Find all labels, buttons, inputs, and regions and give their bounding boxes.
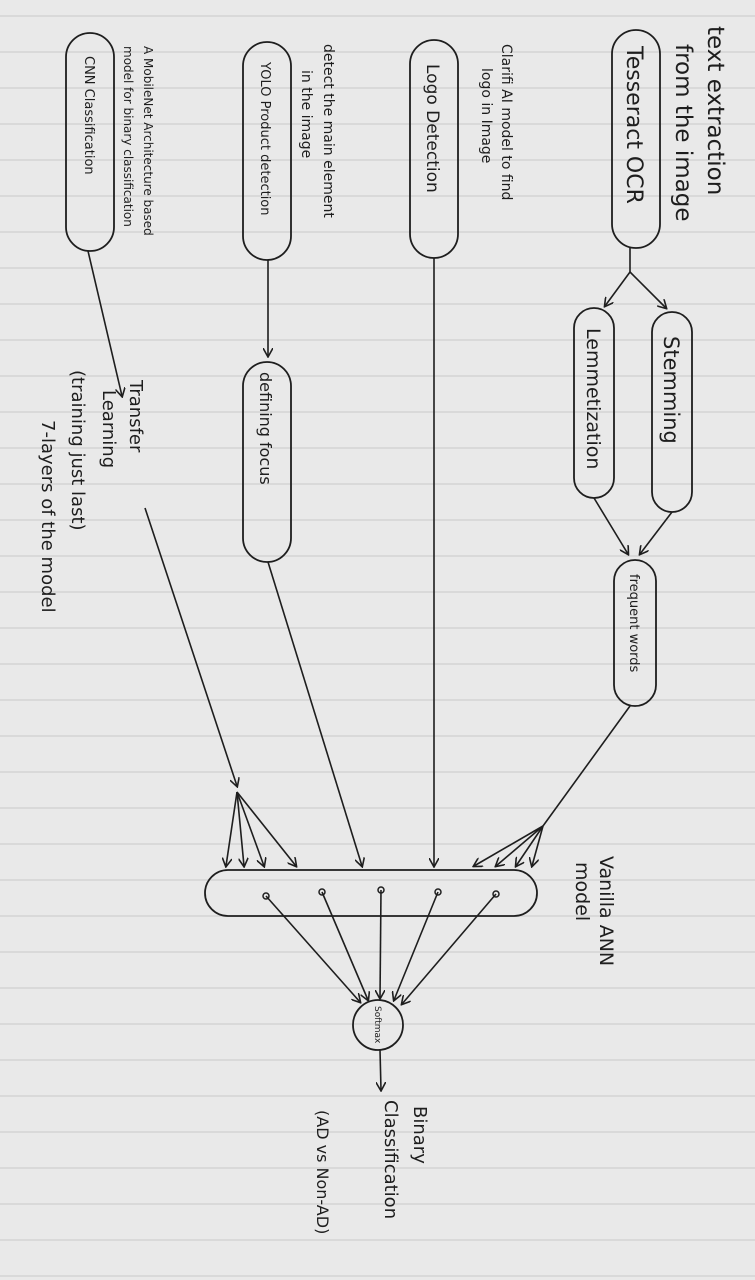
edge-defining-focus-to-ann (267, 561, 362, 866)
transfer-learning-annotation: Transfer Learning (training just last) 7… (37, 370, 146, 613)
ocr-annotation: text extraction from the image (670, 26, 728, 222)
ruled-lines (0, 15, 755, 1277)
svg-text:Vanilla ANN: Vanilla ANN (595, 856, 617, 966)
defining-focus-node (242, 361, 292, 563)
frequent-words-node (613, 559, 657, 707)
edge-softmax-to-output (380, 1049, 381, 1090)
svg-text:Transfer: Transfer (125, 379, 146, 453)
edge-cnn-to-transfer-learning (87, 250, 122, 396)
ann-neuron-2 (318, 888, 326, 896)
edge-neuron-4-to-softmax (394, 891, 439, 1000)
logo-detection-label: Logo Detection (422, 64, 442, 193)
edge-tl-fan-4 (236, 791, 296, 866)
tesseract-ocr-node (611, 29, 661, 249)
svg-text:model for binary classificatio: model for binary classification (121, 46, 135, 227)
ann-neuron-4 (434, 888, 442, 896)
svg-text:in the image: in the image (298, 70, 314, 158)
svg-text:A MobileNet Architecture based: A MobileNet Architecture based (141, 46, 155, 236)
yolo-annotation: detect the main element in the image (298, 44, 336, 218)
ann-neuron-1 (262, 892, 270, 900)
cnn-annotation: A MobileNet Architecture based model for… (121, 46, 155, 236)
softmax-label: Softmax (372, 1006, 382, 1044)
svg-text:Binary: Binary (409, 1106, 430, 1164)
edge-fw-fan-4 (532, 825, 544, 866)
svg-text:Classification: Classification (380, 1100, 401, 1219)
svg-text:(training just last): (training just last) (67, 370, 88, 531)
edge-lemmetization-to-frequent-words (593, 497, 628, 554)
svg-text:(AD vs Non-AD): (AD vs Non-AD) (313, 1110, 332, 1234)
edge-tl-fan-3 (236, 791, 264, 866)
edge-neuron-1-to-softmax (265, 895, 360, 1002)
cnn-classification-label: CNN Classification (81, 56, 96, 175)
edges (87, 248, 673, 1090)
frequent-words-label: frequent words (626, 574, 641, 673)
svg-text:7-layers of the model: 7-layers of the model (37, 420, 58, 613)
svg-text:model: model (571, 862, 593, 921)
svg-text:from the image: from the image (670, 44, 696, 222)
ann-neurons (262, 886, 500, 900)
svg-text:Learning: Learning (98, 390, 119, 468)
edge-tl-fan-2 (236, 791, 244, 866)
vanilla-ann-layer (204, 869, 538, 917)
defining-focus-label: defining focus (256, 372, 275, 485)
edge-fw-fan-2 (496, 825, 544, 866)
yolo-product-detection-label: YOLO Product detection (257, 61, 272, 216)
edge-fw-fan-1 (474, 825, 544, 866)
stemming-node (651, 311, 693, 513)
edge-ocr-to-lemmetization (605, 271, 631, 306)
vanilla-ann-annotation: Vanilla ANN model (571, 856, 617, 966)
svg-text:text extraction: text extraction (702, 26, 728, 195)
yolo-product-detection-node (242, 41, 292, 261)
edge-frequent-words-trunk (542, 705, 631, 827)
logo-annotation: Clarifi AI model to find logo in Image (478, 44, 514, 200)
edge-neuron-5-to-softmax (402, 893, 497, 1004)
edge-transfer-to-ann-trunk (144, 507, 237, 786)
svg-text:detect the main element: detect the main element (320, 44, 336, 218)
ann-neuron-5 (492, 890, 500, 898)
edge-neuron-2-to-softmax (321, 891, 368, 1000)
tesseract-ocr-label: Tesseract OCR (621, 45, 646, 204)
edge-fw-fan-3 (516, 825, 544, 866)
lemmetization-label: Lemmetization (582, 328, 604, 469)
stemming-label: Stemming (659, 336, 683, 444)
svg-text:logo in Image: logo in Image (478, 68, 494, 163)
edge-neuron-3-to-softmax (380, 889, 381, 998)
cnn-classification-node (65, 32, 115, 252)
ann-neuron-3 (377, 886, 385, 894)
edge-ocr-to-stemming (629, 271, 666, 308)
edge-tl-fan-1 (226, 791, 238, 866)
edge-stemming-to-frequent-words (640, 511, 673, 554)
svg-text:Clarifi AI model to find: Clarifi AI model to find (498, 44, 514, 200)
output-annotation: Binary Classification (AD vs Non-AD) (313, 1100, 430, 1234)
